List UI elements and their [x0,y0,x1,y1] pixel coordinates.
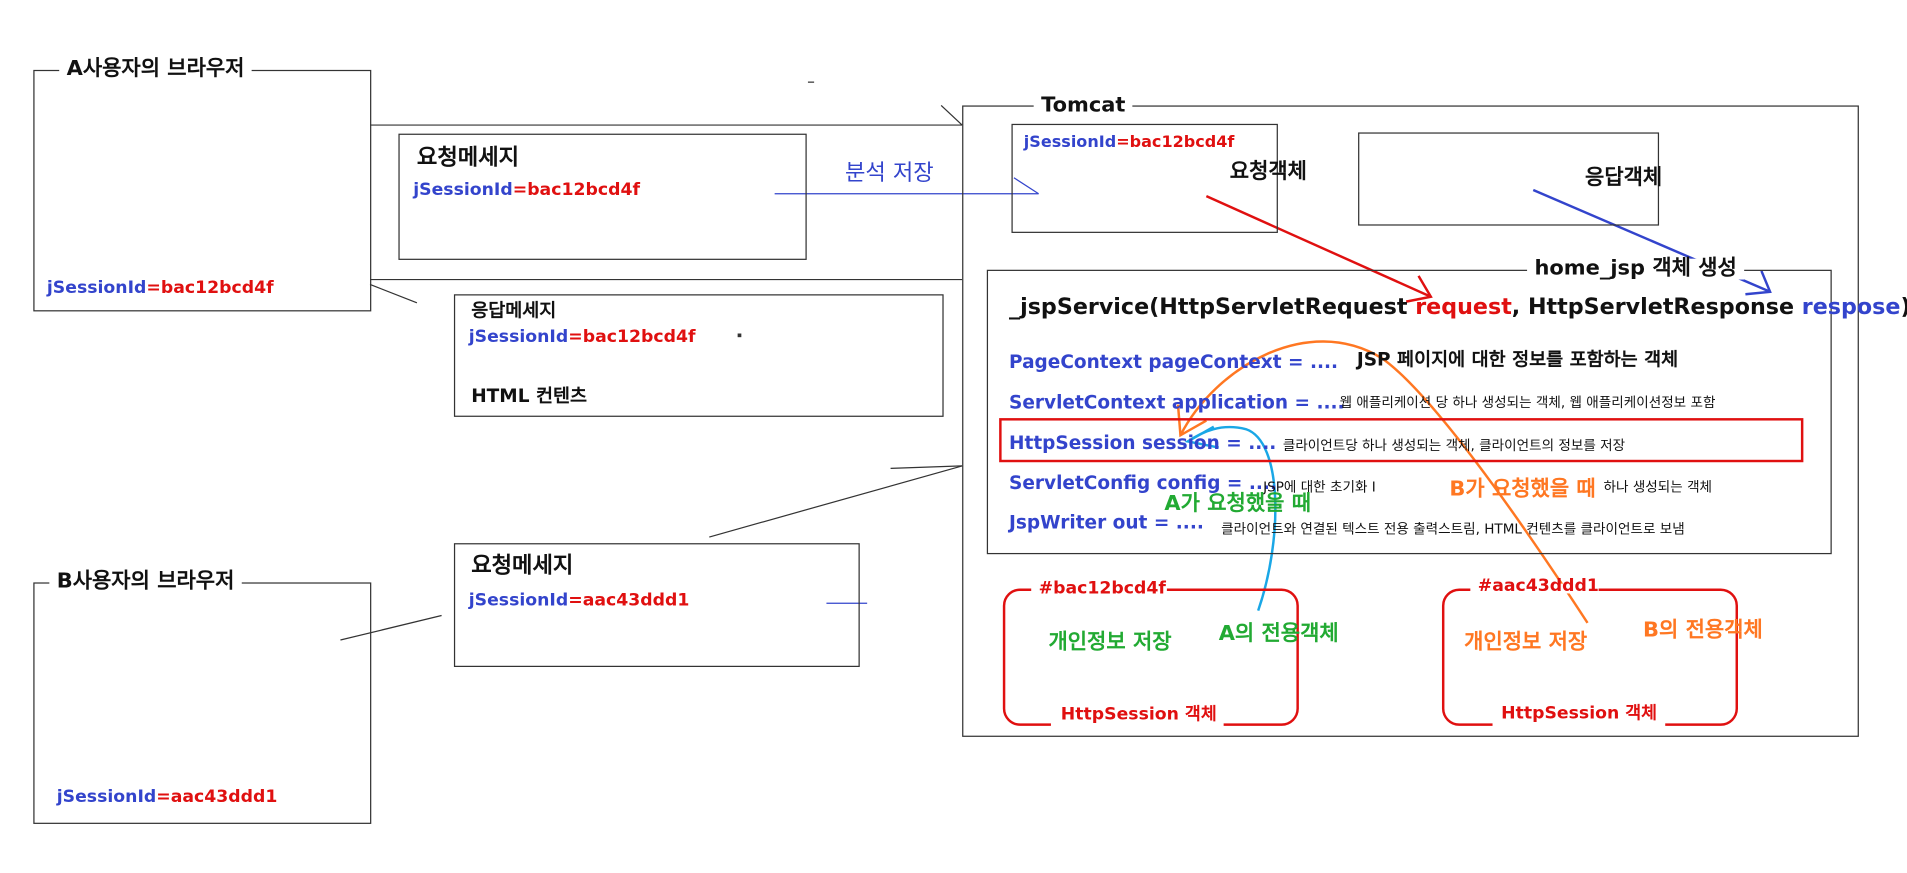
request-message-a [398,133,807,260]
connector-a-top-diag [940,104,963,126]
b-request-curve-head [1176,404,1207,438]
jsid-value: =aac43ddd1 [568,590,690,611]
request-message-a-title: 요청메세지 [416,144,520,171]
session-a-bottom-gap [1050,720,1224,731]
implicit-row-code: ServletContext application = .... [1009,391,1345,414]
response-message-a-content: HTML 컨텐츠 [471,384,588,408]
implicit-row-code: PageContext pageContext = .... [1009,350,1339,373]
browser-b-title: B사용자의 브라우저 [49,571,242,593]
request-message-b-session-id: jSessionId=aac43ddd1 [469,592,690,609]
browser-a-session-id: jSessionId=bac12bcd4f [47,280,274,297]
service-response-param: respose [1801,294,1901,321]
request-arrow [1205,195,1432,298]
request-object-session-id: jSessionId=bac12bcd4f [1024,135,1235,151]
jsid-value: =bac12bcd4f [568,327,696,347]
response-object-label: 응답객체 [1585,165,1663,191]
browser-b-session-id: jSessionId=aac43ddd1 [57,788,278,805]
tomcat-title: Tomcat [1033,95,1133,117]
jsid-value: =bac12bcd4f [146,278,274,298]
request-message-b [453,543,860,667]
response-message-a-session-id: jSessionId=bac12bcd4f [469,329,696,346]
session-b-top-gap [1470,583,1599,594]
jsid-key: jSessionId [468,327,569,347]
jsid-value: =aac43ddd1 [156,787,278,807]
session-a-top-gap [1031,583,1167,594]
jsid-value: =bac12bcd4f [1116,133,1235,153]
implicit-row-desc: 클라이언트와 연결된 텍스트 전용 출력스트림, HTML 컨텐츠를 클라이언트… [1221,521,1685,538]
service-mid: , HttpServletResponse [1511,294,1802,321]
session-b-owner: B의 전용객체 [1643,617,1763,643]
jsp-service-signature: _jspService(HttpServletRequest request, … [1009,294,1907,321]
session-a-type: HttpSession 객체 [1060,705,1217,725]
a-request-curve-head [1184,425,1219,449]
implicit-row-desc: 클라이언트당 하나 생성되는 객체, 클라이언트의 정보를 저장 [1282,437,1626,454]
jsid-key: jSessionId [56,787,157,807]
request-object-label: 요청객체 [1229,159,1307,184]
config-row-tail: 하나 생성되는 객체 [1603,479,1713,496]
service-suffix: ) [1900,294,1907,320]
dot-mark [737,333,742,338]
a-request-curve [1187,425,1277,611]
analysis-arrow-head [1013,177,1039,195]
implicit-row-desc: JSP에 대한 초기화 I [1263,479,1376,496]
request-arrow-head [1405,275,1433,303]
request-message-b-title: 요청메세지 [471,552,574,579]
jsid-value: =bac12bcd4f [512,180,640,200]
connector-a-resp [369,283,418,304]
browser-a-title: A사용자의 브라우저 [59,58,252,80]
implicit-row-desc: JSP 페이지에 대한 정보를 포함하는 객체 [1356,348,1679,371]
session-a-id: #bac12bcd4f [1038,578,1166,599]
connector-b-3 [890,465,963,469]
jsid-key: jSessionId [1023,133,1117,153]
request-message-a-session-id: jSessionId=bac12bcd4f [413,181,640,198]
session-a-store: 개인정보 저장 [1048,630,1172,655]
response-arrow-head [1745,270,1772,296]
implicit-row-desc: 웹 애플리케이션 당 하나 생성되는 객체, 웹 애플리케이션정보 포함 [1339,394,1716,411]
jsid-key: jSessionId [413,180,513,200]
b-requested-label: B가 요청했을 때 [1449,476,1596,502]
implicit-row-code: ServletConfig config = .... [1009,472,1277,495]
service-prefix: _jspService(HttpServletRequest [1009,294,1416,321]
connector-b-2 [709,465,963,538]
response-message-a-title: 응답메세지 [471,299,557,322]
analysis-store-label: 분석 저장 [844,160,934,187]
response-message-a [453,294,944,417]
session-b-bottom-gap [1492,720,1666,731]
a-requested-label: A가 요청했을 때 [1164,491,1312,517]
session-row-highlight [999,418,1804,463]
session-b-store: 개인정보 저장 [1464,630,1588,655]
home-jsp-frame [986,269,1832,555]
service-request-param: request [1415,294,1512,321]
browser-a-frame [33,69,372,312]
request-object [1011,123,1278,233]
session-b-id: #aac43ddd1 [1477,576,1599,596]
b-request-curve [1179,340,1589,624]
implicit-row-code: JspWriter out = .... [1009,511,1204,534]
home-jsp-title: home_jsp 객체 생성 [1527,258,1745,280]
response-object [1358,132,1660,226]
tomcat-frame [962,105,1859,737]
jsid-key: jSessionId [46,278,147,298]
jsid-key: jSessionId [468,590,569,611]
connector-b-1 [340,614,442,641]
session-b-type: HttpSession 객체 [1501,703,1658,724]
implicit-row-code: HttpSession session = .... [1009,431,1277,454]
session-a-owner: A의 전용객체 [1218,621,1339,647]
